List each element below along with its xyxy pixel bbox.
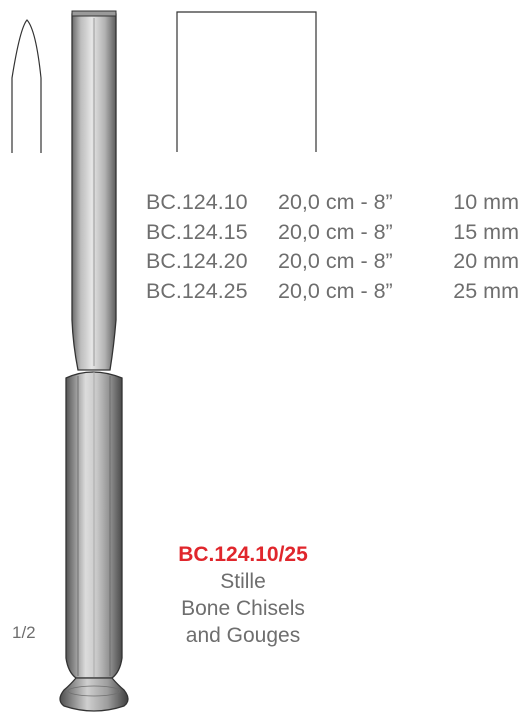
spec-row: BC.124.15 20,0 cm - 8” 15 mm xyxy=(146,218,518,248)
product-name-line2: Bone Chisels xyxy=(181,597,305,620)
spec-width: 10 mm xyxy=(453,190,518,214)
spec-length: 20,0 cm - 8” xyxy=(278,219,393,244)
spec-length: 20,0 cm - 8” xyxy=(278,249,393,273)
spec-code: BC.124.25 xyxy=(146,278,248,303)
blade-front-outline xyxy=(176,11,317,152)
spec-code: BC.124.15 xyxy=(146,219,248,244)
spec-code: BC.124.10 xyxy=(146,190,248,214)
chisel-shaft xyxy=(71,10,117,371)
product-name-line3: and Gouges xyxy=(185,624,301,647)
chisel-end-cap xyxy=(59,677,129,712)
spec-row: BC.124.25 20,0 cm - 8” 25 mm xyxy=(146,277,518,307)
product-code: BC.124.10/25 xyxy=(178,543,308,566)
spec-length: 20,0 cm - 8” xyxy=(278,278,393,303)
spec-width: 20 mm xyxy=(453,249,518,273)
product-name-line1: Stille xyxy=(220,570,266,593)
tip-profile-outline xyxy=(11,19,42,153)
product-caption: BC.124.10/25 Stille Bone Chisels and Gou… xyxy=(137,541,349,649)
scale-label: 1/2 xyxy=(12,623,36,642)
chisel-handle xyxy=(65,371,123,679)
spec-row: BC.124.10 20,0 cm - 8” 10 mm xyxy=(146,188,518,218)
spec-width: 15 mm xyxy=(453,219,518,244)
spec-width: 25 mm xyxy=(453,278,518,303)
spec-length: 20,0 cm - 8” xyxy=(278,190,393,214)
spec-row: BC.124.20 20,0 cm - 8” 20 mm xyxy=(146,247,518,277)
spec-table: BC.124.10 20,0 cm - 8” 10 mm BC.124.15 2… xyxy=(146,188,518,306)
spec-code: BC.124.20 xyxy=(146,249,248,273)
